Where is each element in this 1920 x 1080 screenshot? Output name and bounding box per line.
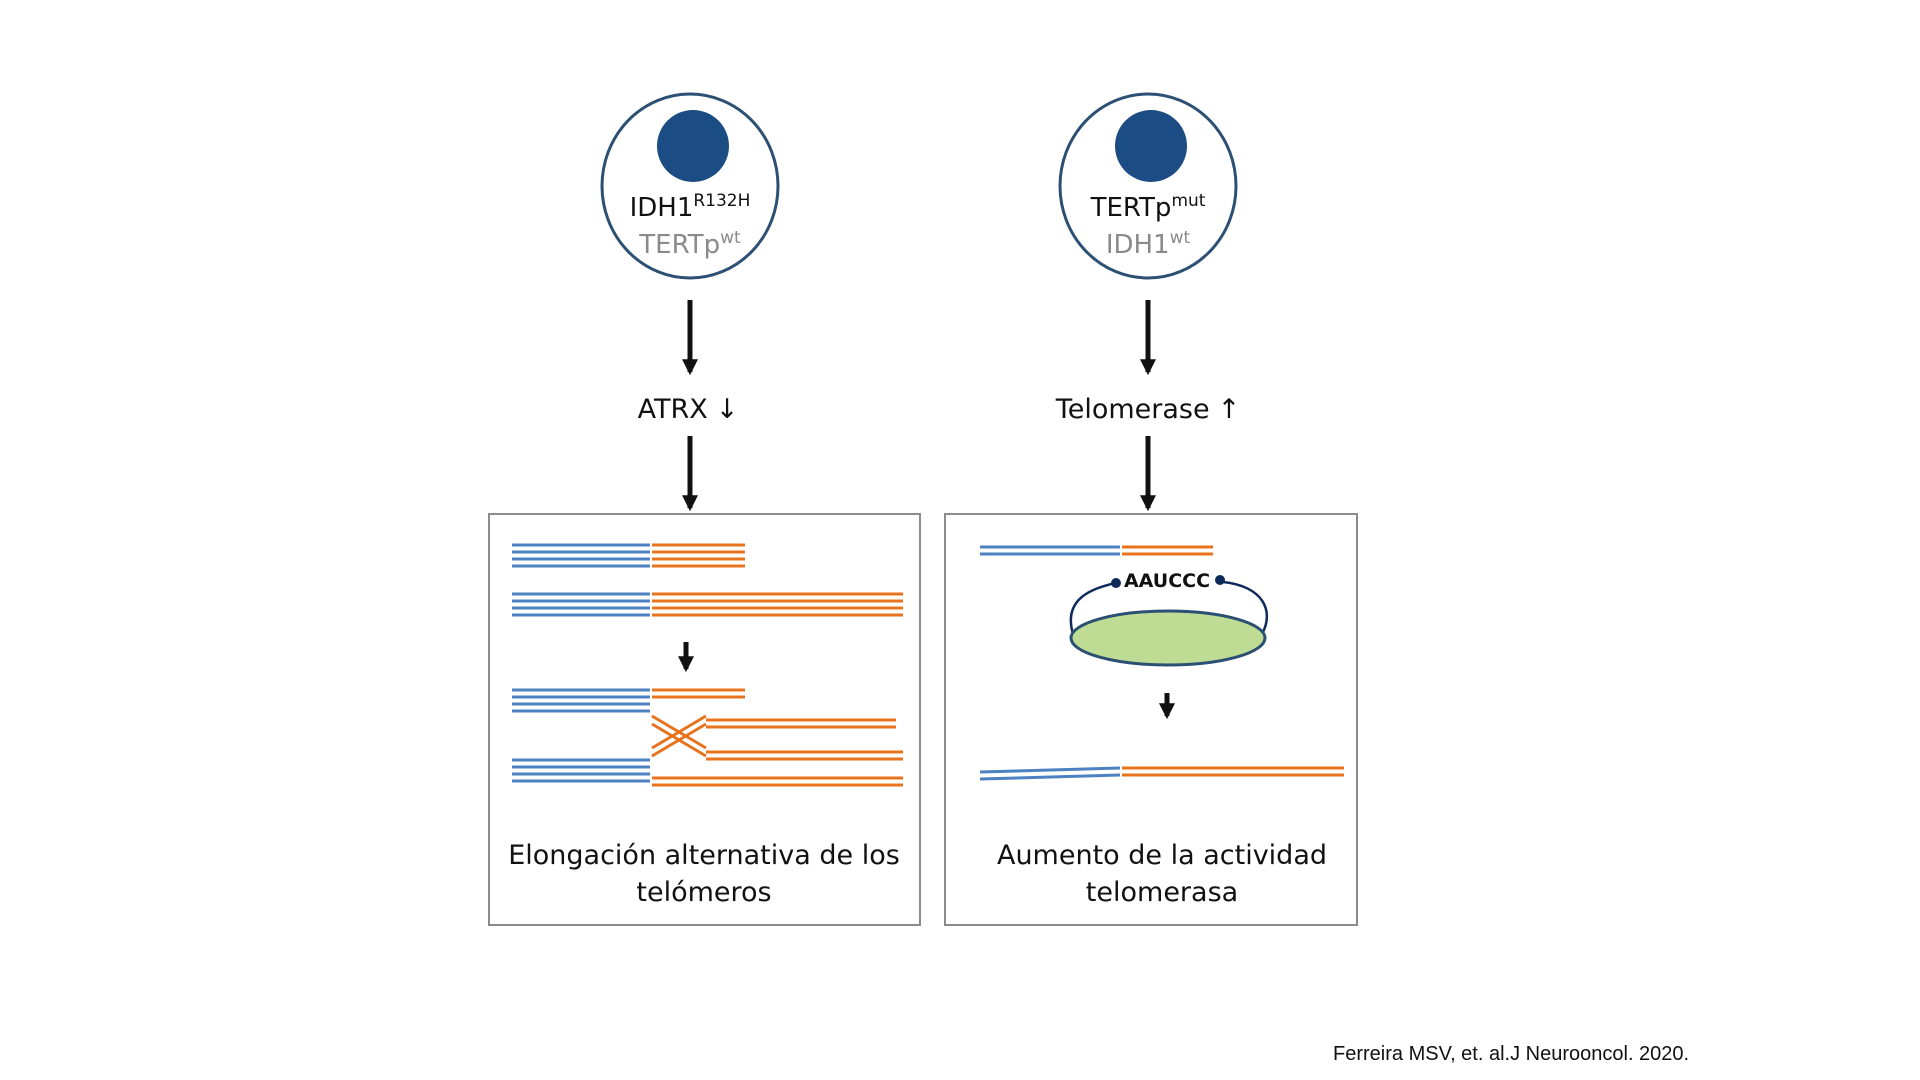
- blue-strand: [512, 688, 650, 713]
- rna-dot-right: [1215, 575, 1225, 585]
- left-caption-line-2: telómeros: [636, 877, 771, 908]
- alt-strand-bottom-1: [512, 688, 896, 729]
- right-box-frame: [944, 513, 1358, 926]
- right-cell-gene-main: TERTpmut: [1090, 191, 1206, 223]
- orange-strand: [706, 718, 896, 729]
- left-pathway: IDH1R132H TERTpwt ATRX↓: [488, 92, 921, 926]
- telomere-elongated: [979, 766, 1344, 781]
- telomere-short: [980, 545, 1213, 556]
- telomerase-body: [1069, 609, 1267, 667]
- right-caption-line-2: telomerasa: [1086, 877, 1238, 908]
- rna-template-label: AAUCCC: [1124, 570, 1210, 592]
- crossover-line: [651, 714, 707, 750]
- left-cell: IDH1R132H TERTpwt: [600, 92, 780, 280]
- left-cell-gene-secondary-sup: wt: [720, 228, 741, 248]
- orange-strand: [1122, 545, 1213, 556]
- left-caption-line-1: Elongación alternativa de los: [508, 840, 900, 871]
- orange-strand: [652, 776, 903, 787]
- strand-crossover: [651, 714, 707, 758]
- citation: Ferreira MSV, et. al.J Neurooncol. 2020.: [1333, 1043, 1690, 1065]
- blue-strand: [512, 543, 650, 568]
- crossover-line: [651, 722, 707, 758]
- telomerase-enzyme: AAUCCC: [1069, 570, 1268, 667]
- left-step-arrow: ↓: [716, 394, 739, 425]
- strand-line: [979, 773, 1121, 781]
- blue-strand: [512, 758, 650, 783]
- orange-strand: [706, 750, 903, 761]
- orange-strand: [652, 592, 903, 617]
- left-step-label: ATRX↓: [638, 394, 739, 425]
- alt-strand-bottom-2: [512, 750, 903, 787]
- alt-strand-top-1: [512, 543, 745, 568]
- left-cell-gene-secondary: TERTpwt: [638, 228, 741, 260]
- alt-strand-top-2: [512, 592, 903, 617]
- right-cell-membrane: [1058, 92, 1238, 280]
- right-caption-line-1: Aumento de la actividad: [997, 840, 1327, 871]
- strand-line: [979, 766, 1121, 774]
- orange-strand: [652, 543, 745, 568]
- right-cell: TERTpmut IDH1wt: [1058, 92, 1238, 280]
- right-step-arrow: ↑: [1218, 394, 1241, 425]
- blue-strand: [979, 766, 1121, 781]
- right-cell-gene-main-sup: mut: [1171, 191, 1205, 211]
- left-cell-nucleus: [657, 110, 729, 182]
- blue-strand: [980, 545, 1120, 556]
- right-pathway: TERTpmut IDH1wt Telomerase↑ AAUCCC: [944, 92, 1358, 926]
- left-cell-gene-main-sup: R132H: [693, 191, 750, 211]
- rna-dot-left: [1111, 578, 1121, 588]
- right-step-label: Telomerase↑: [1055, 394, 1240, 425]
- orange-strand: [652, 688, 745, 699]
- right-cell-nucleus: [1115, 110, 1187, 182]
- right-cell-gene-secondary: IDH1wt: [1106, 228, 1191, 260]
- left-box: Elongación alternativa de los telómeros: [488, 513, 921, 926]
- right-box: AAUCCC Aumento de la actividad telomeras…: [944, 513, 1358, 926]
- orange-strand: [1122, 766, 1344, 777]
- left-cell-gene-main: IDH1R132H: [630, 191, 751, 223]
- left-cell-membrane: [600, 92, 780, 280]
- blue-strand: [512, 592, 650, 617]
- right-cell-gene-secondary-sup: wt: [1170, 228, 1191, 248]
